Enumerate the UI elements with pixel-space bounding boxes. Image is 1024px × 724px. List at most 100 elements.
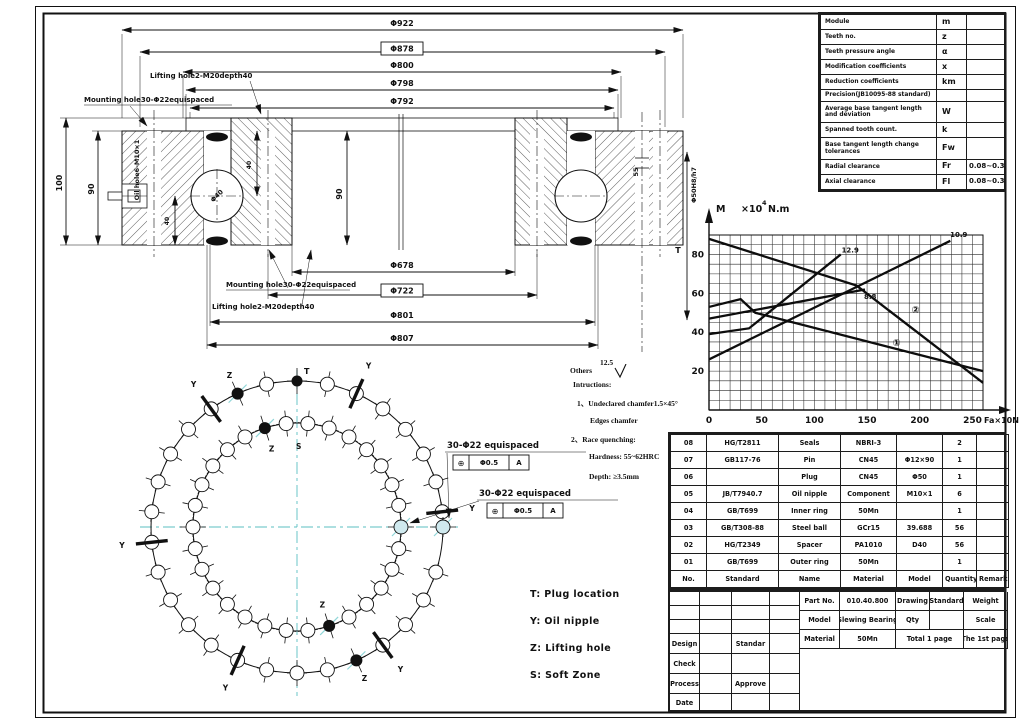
bolt-hole xyxy=(391,541,407,557)
bolt-hole xyxy=(289,665,305,681)
bolt-hole xyxy=(259,662,275,678)
oil-nipple-label: Y xyxy=(397,665,404,674)
position-tolerance-icon: ⊕ xyxy=(458,459,465,468)
bom-cell: GB/T308-88 xyxy=(706,519,779,537)
title-block: Design Standar Check Process Approve Dat… xyxy=(668,590,1008,714)
bolt-hole xyxy=(194,477,210,493)
surface-roughness-icon xyxy=(614,364,627,379)
approve-label: Approve xyxy=(732,674,770,694)
bolt-hole xyxy=(181,617,196,633)
lifting-top-label: Lifting hole2-M20depth40 xyxy=(150,72,252,80)
qty-label: Qty xyxy=(896,611,930,630)
oil-hole-label: Oil hole6-M10×1 xyxy=(133,139,141,200)
chart-x-tick: 200 xyxy=(910,416,929,426)
bolt-hole xyxy=(398,421,413,437)
param-value xyxy=(966,59,1005,76)
position-tolerance-icon: ⊕ xyxy=(492,507,499,516)
section-leaders: Lifting hole2-M20depth40 Mounting hole30… xyxy=(84,72,356,311)
dim-722: Φ722 xyxy=(390,287,414,296)
model-value: Slewing Bearing xyxy=(840,611,896,630)
bolt-hole xyxy=(341,429,357,445)
bom-cell: CN45 xyxy=(840,468,897,486)
legend-value: Lifting hole xyxy=(545,643,612,654)
bolt-hole xyxy=(341,609,357,625)
hole-note-text: 30-Φ22 equispaced xyxy=(479,489,571,499)
design-label: Design xyxy=(670,634,700,654)
plug-mark-t: T xyxy=(675,246,681,255)
chart-series-label: 10.9 xyxy=(950,231,967,239)
hole-note-text: 30-Φ22 equispaced xyxy=(447,441,539,451)
part-no-label: Part No. xyxy=(800,592,840,611)
param-value: 0.08~0.30 xyxy=(966,158,1005,175)
standard-label: Standard xyxy=(930,592,964,611)
param-value xyxy=(966,13,1005,31)
param-value xyxy=(966,89,1005,102)
param-name: Precision(JB10095-88 standard) xyxy=(820,89,937,102)
param-name: Axial clearance xyxy=(820,173,937,191)
bolt-hole xyxy=(384,477,400,493)
param-name: Base tangent length change tolerances xyxy=(820,137,937,160)
bolt-hole xyxy=(219,442,235,458)
chart-series-label: ② xyxy=(912,305,920,316)
bolt-hole xyxy=(428,564,444,580)
bolt-hole xyxy=(205,458,221,474)
bolt-hole xyxy=(300,416,316,432)
mounting-top-label: Mounting hole30-Φ22equispaced xyxy=(84,96,214,104)
total-pages: Total 1 page xyxy=(896,630,964,649)
chart-y-title-m: M xyxy=(716,204,725,215)
lifting-hole-label: Z xyxy=(320,600,326,609)
bom-cell: 1 xyxy=(942,502,977,520)
bolt-hole xyxy=(398,617,413,633)
param-name: Module xyxy=(820,13,937,31)
chart-series-10.9 xyxy=(708,239,951,361)
bolt-hole xyxy=(384,561,400,577)
bolt-hole xyxy=(237,429,253,445)
chart-x-tick: 100 xyxy=(805,416,824,426)
bom-cell: Inner ring xyxy=(778,502,841,520)
chart-series-8.8 xyxy=(708,288,866,320)
bolt-hole xyxy=(150,564,166,580)
bom-cell: PA1010 xyxy=(840,536,897,554)
oil-nipple-detail xyxy=(107,183,148,209)
bom-header: Model xyxy=(896,570,943,588)
dim-40b: 40 xyxy=(164,217,171,225)
bom-cell: 02 xyxy=(670,536,707,554)
chart-x-tick: 150 xyxy=(858,416,877,426)
bolt-hole xyxy=(428,474,444,490)
bolt-hole xyxy=(359,596,375,612)
bom-cell: 50Mn xyxy=(840,553,897,571)
bom-cell: 1 xyxy=(942,468,977,486)
drawing-label: Drawing xyxy=(896,592,930,611)
bolt-hole xyxy=(187,541,203,557)
legend-key: T: xyxy=(530,589,541,600)
param-symbol: W xyxy=(936,100,967,124)
legend-item: Z: Lifting hole xyxy=(530,643,611,654)
bom-cell: Φ50 xyxy=(896,468,943,486)
plug-length-dim: 55 xyxy=(632,167,640,177)
lifting-hole-label: Z xyxy=(269,445,275,454)
bom-cell xyxy=(976,536,1009,554)
chart-y-tick: 40 xyxy=(691,328,704,338)
instruction-line: Depth: ≥3.5mm xyxy=(589,472,639,481)
oil-nipple-mark xyxy=(426,508,459,516)
bom-cell xyxy=(976,502,1009,520)
bolt-hole xyxy=(373,580,389,596)
bom-cell: Oil nipple xyxy=(778,485,841,503)
bolt-hole xyxy=(205,580,221,596)
bom-cell: Φ12×90 xyxy=(896,451,943,469)
bolt-hole xyxy=(415,446,431,462)
param-value: 0.08~0.30 xyxy=(966,173,1005,191)
process-label: Process xyxy=(670,674,700,694)
bolt-hole xyxy=(319,662,335,678)
signature-grid: Design Standar Check Process Approve Dat… xyxy=(670,592,800,714)
bolt-hole xyxy=(219,596,235,612)
bom-cell: Plug xyxy=(778,468,841,486)
bom-cell: 39.688 xyxy=(896,519,943,537)
hole-note-inner: 30-Φ22 equispaced ⊕ Φ0.5 A xyxy=(409,489,618,524)
chart-series-label: 8.8 xyxy=(864,293,877,301)
